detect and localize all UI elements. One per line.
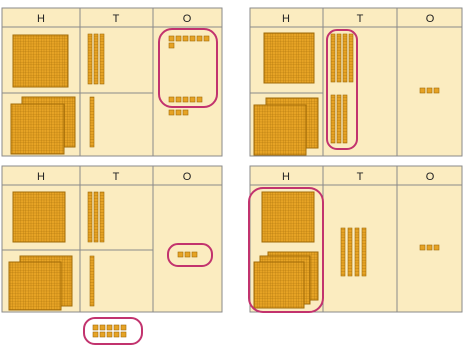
header-hundreds: H	[37, 171, 45, 183]
regroup-circle	[158, 28, 218, 108]
ten-rod	[93, 33, 99, 85]
hundred-flat	[253, 261, 305, 309]
header-tens: T	[113, 171, 120, 183]
ten-rod	[99, 191, 105, 243]
header-ones: O	[426, 13, 435, 25]
hundred-flat	[10, 103, 65, 155]
ten-rod	[87, 191, 93, 243]
header-ones: O	[426, 171, 435, 183]
regroup-circle	[248, 187, 324, 313]
ones-group	[168, 35, 210, 116]
tens-rods	[340, 227, 367, 277]
regroup-circle	[167, 243, 213, 267]
hundred-flat	[12, 191, 66, 243]
hundred-flat	[12, 34, 69, 88]
carry-circle	[83, 317, 143, 345]
panel-top-left: H T O	[1, 7, 223, 157]
ones-group	[419, 244, 440, 251]
ten-rod	[89, 96, 95, 148]
hundred-flat	[261, 191, 315, 243]
hundred-flat	[263, 32, 315, 84]
header-tens: T	[357, 171, 364, 183]
ten-rod	[99, 33, 105, 85]
hundred-flat	[253, 104, 307, 156]
header-hundreds: H	[282, 13, 290, 25]
hundred-flat	[8, 261, 62, 311]
regroup-circle	[326, 29, 358, 150]
header-hundreds: H	[37, 13, 45, 25]
header-ones: O	[183, 171, 192, 183]
header-tens: T	[113, 13, 120, 25]
header-tens: T	[357, 13, 364, 25]
header-ones: O	[183, 13, 192, 25]
panel-bottom-left: H T O	[1, 165, 223, 345]
ones-group	[419, 87, 440, 94]
tens-group	[330, 33, 354, 144]
ones-group	[177, 251, 198, 258]
header-hundreds: H	[282, 171, 290, 183]
panel-top-right: H T O	[249, 7, 463, 157]
ten-rod	[89, 255, 95, 307]
ten-rod	[93, 191, 99, 243]
panel-bottom-right: H T O	[248, 165, 463, 313]
carried-ones	[92, 324, 127, 338]
ten-rod	[87, 33, 93, 85]
